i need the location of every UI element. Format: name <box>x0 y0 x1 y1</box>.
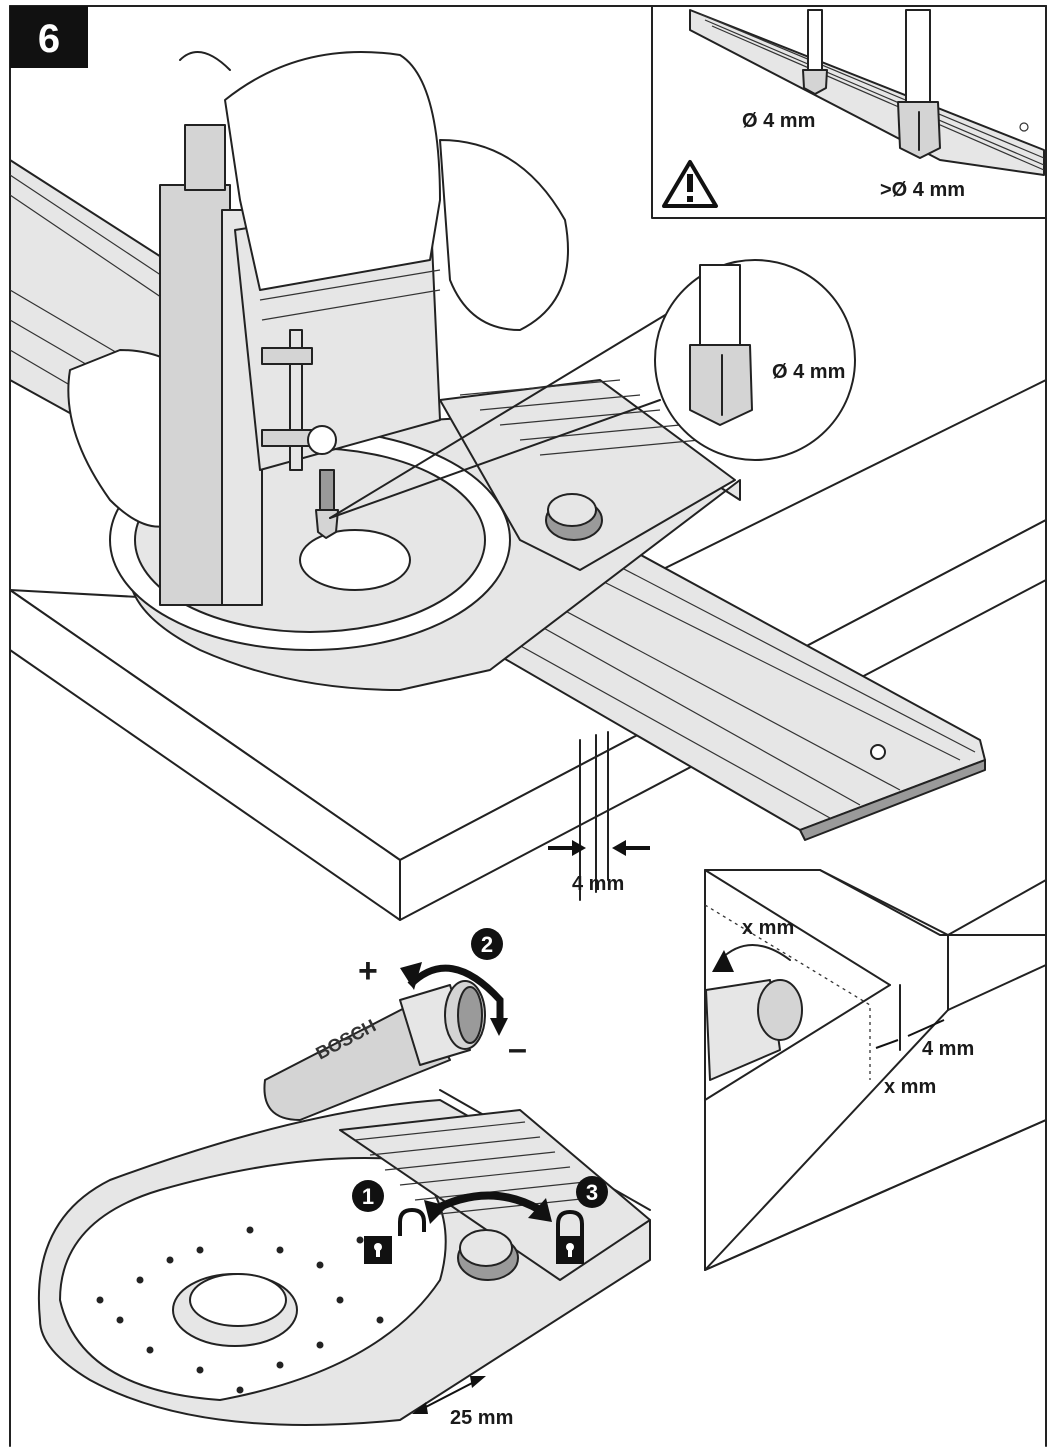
detail-x-mm: x mm 4 mm x mm <box>704 869 1047 1271</box>
detail-4mm-label: 4 mm <box>922 1038 974 1060</box>
zoom-bit-label: Ø 4 mm <box>772 361 845 383</box>
adjustment-baseplate: BOSCH <box>37 980 651 1426</box>
inset-bit-diameter: Ø 4 mm >Ø 4 mm <box>651 5 1047 219</box>
step-2-label: 2 <box>481 932 493 957</box>
bit-zoom-callout: Ø 4 mm <box>329 259 856 519</box>
small-router-bit <box>802 9 828 95</box>
lock-knob-top <box>545 493 603 541</box>
adjust-knob-detail <box>705 944 803 1081</box>
small-bit-label: Ø 4 mm <box>742 110 815 132</box>
unlocked-padlock-icon <box>364 1207 426 1264</box>
detail-bottom-x-label: x mm <box>884 1076 936 1098</box>
step-3-label: 3 <box>586 1180 598 1205</box>
adjust-direction-indicator: + – 2 <box>358 928 527 1068</box>
detail-top-x-label: x mm <box>742 917 794 939</box>
lock-knob <box>457 1229 519 1281</box>
base-width-label: 25 mm <box>450 1407 513 1429</box>
base-holes <box>96 1226 384 1394</box>
figure-number: 6 <box>38 17 60 61</box>
warning-triangle-icon <box>662 160 718 208</box>
step-1-label: 1 <box>362 1184 374 1209</box>
workpiece-board-bottom <box>704 1119 1047 1271</box>
fine-adjust-knob <box>399 980 486 1066</box>
large-router-bit <box>897 9 941 159</box>
locked-padlock-icon <box>556 1209 584 1264</box>
large-bit-label: >Ø 4 mm <box>880 179 965 201</box>
minus-sign: – <box>508 1030 527 1068</box>
offset-4mm-indicator: 4 mm <box>548 840 650 895</box>
base-width-dimension: 25 mm <box>412 1376 513 1429</box>
figure-number-badge: 6 <box>10 6 88 68</box>
plus-sign: + <box>358 952 378 990</box>
offset-4mm-label: 4 mm <box>572 873 624 895</box>
router-body <box>67 51 569 606</box>
lock-unlock-indicator: 1 3 <box>352 1176 608 1264</box>
